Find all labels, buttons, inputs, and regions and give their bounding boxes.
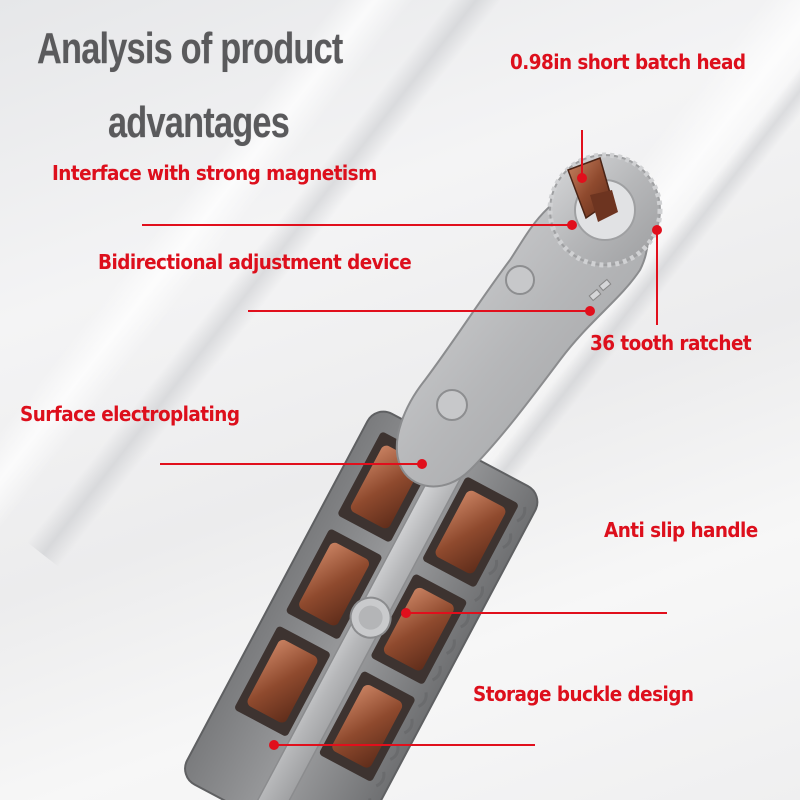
callout-label-ratchet: 36 tooth ratchet — [590, 331, 752, 355]
callout-label-short-batch-head: 0.98in short batch head — [510, 50, 746, 74]
callout-dot-electroplating — [417, 459, 427, 469]
page-title-line-1: Analysis of product — [37, 24, 343, 73]
callout-line-storage-buckle — [274, 744, 535, 746]
callout-label-bidirectional-adjustment: Bidirectional adjustment device — [98, 250, 412, 274]
callout-line-short-batch-head — [581, 130, 583, 178]
callout-line-ratchet — [656, 230, 658, 325]
callout-line-anti-slip-handle — [406, 612, 667, 614]
callout-dot-bidirectional-adjustment — [585, 306, 595, 316]
callout-label-magnetic-interface: Interface with strong magnetism — [52, 161, 377, 185]
callout-line-magnetic-interface — [142, 224, 572, 226]
callout-label-electroplating: Surface electroplating — [20, 402, 240, 426]
callout-label-storage-buckle: Storage buckle design — [473, 682, 694, 706]
page-title-line-2: advantages — [108, 98, 290, 147]
callout-dot-short-batch-head — [577, 173, 587, 183]
callout-label-anti-slip-handle: Anti slip handle — [604, 518, 758, 542]
callout-line-electroplating — [160, 463, 422, 465]
callout-dot-magnetic-interface — [567, 220, 577, 230]
callout-line-bidirectional-adjustment — [248, 310, 590, 312]
